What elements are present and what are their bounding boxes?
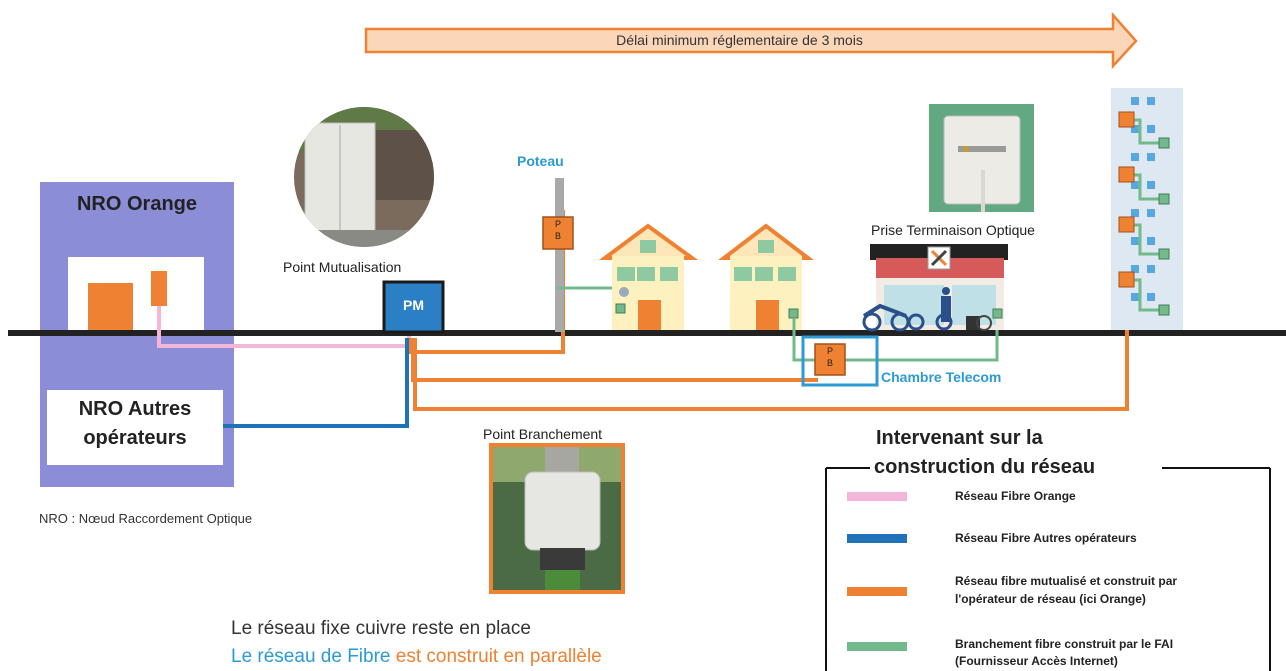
footer-line2: Le réseau de Fibre est construit en para… — [231, 646, 602, 668]
pole — [555, 178, 564, 332]
fiber-fai-chamber-house2 — [792, 318, 820, 362]
fiber-shared-to-chamber — [411, 338, 818, 382]
pb-label-chamber: P B — [826, 346, 833, 368]
legend-title-line2: construction du réseau — [874, 456, 1096, 478]
legend-swatch-blue — [847, 534, 907, 543]
nro-autres-box — [47, 390, 223, 465]
legend-item-pink-label: Réseau Fibre Orange — [955, 489, 1076, 503]
nro-orange-equipment-large — [88, 283, 133, 332]
fiber-other-operators — [223, 338, 409, 428]
fiber-fai-chamber-shop — [838, 318, 999, 362]
house-2 — [718, 223, 814, 330]
footer-line2-part1: Le réseau de Fibre — [231, 646, 391, 667]
legend-title-line1: Intervenant sur la — [876, 427, 1043, 449]
poteau-label: Poteau — [517, 153, 564, 169]
nro-note: NRO : Nœud Raccordement Optique — [39, 511, 253, 526]
pm-box — [382, 280, 445, 334]
nro-orange-title: NRO Orange — [76, 193, 198, 215]
prise-terminaison-photo — [929, 104, 1034, 212]
timeline-arrow — [364, 11, 1138, 70]
footer-line1: Le réseau fixe cuivre reste en place — [231, 618, 531, 639]
point-mutualisation-photo — [294, 107, 434, 247]
legend-item-blue-label: Réseau Fibre Autres opérateurs — [955, 531, 1137, 545]
point-branchement-label: Point Branchement — [483, 426, 603, 442]
legend-swatch-green — [847, 642, 907, 651]
legend-item-green-line2: (Fournisseur Accès Internet) — [955, 654, 1118, 668]
fiber-fai-pole-house1 — [557, 286, 622, 312]
prise-terminaison-label: Prise Terminaison Optique — [871, 222, 1035, 238]
legend-swatch-pink — [847, 492, 907, 501]
apartment-building — [1111, 88, 1183, 330]
ground-line — [8, 330, 1286, 336]
house-1 — [598, 223, 699, 330]
nro-autres-line2: opérateurs — [83, 427, 187, 449]
nro-autres-line1: NRO Autres — [78, 398, 192, 420]
chambre-telecom-box — [801, 335, 879, 387]
timeline-label: Délai minimum réglementaire de 3 mois — [616, 32, 863, 48]
pb-box-chamber — [814, 343, 846, 376]
legend-frame — [825, 467, 1271, 671]
legend-swatch-orange — [847, 587, 907, 596]
pb-box-pole — [542, 216, 574, 250]
footer-line2-part2: est construit en parallèle — [395, 646, 602, 667]
pb-label-pole: P B — [554, 219, 561, 241]
shop — [862, 244, 1008, 332]
chambre-telecom-label: Chambre Telecom — [881, 369, 1002, 385]
legend-item-orange-line2: l'opérateur de réseau (ici Orange) — [955, 592, 1146, 606]
point-branchement-photo — [489, 443, 625, 594]
nro-orange-equipment-small — [151, 271, 167, 306]
legend-item-orange-line1: Réseau fibre mutualisé et construit par — [955, 574, 1178, 588]
legend-item-green-line1: Branchement fibre construit par le FAI — [955, 637, 1174, 651]
pm-label: PM — [403, 297, 424, 313]
point-mutualisation-label: Point Mutualisation — [283, 259, 402, 275]
